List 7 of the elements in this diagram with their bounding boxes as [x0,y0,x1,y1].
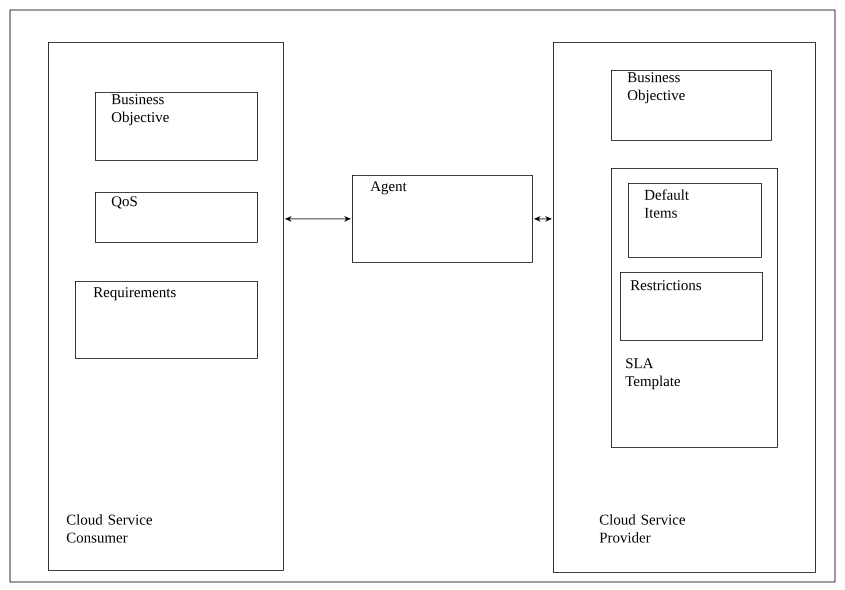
box: Agent [352,175,533,263]
box: Default Items [628,183,762,258]
box: Restrictions [620,272,763,341]
box: Business Objective [611,70,772,141]
box: QoS [95,192,258,243]
box: Business Objective [95,92,258,161]
box: Requirements [75,281,258,359]
